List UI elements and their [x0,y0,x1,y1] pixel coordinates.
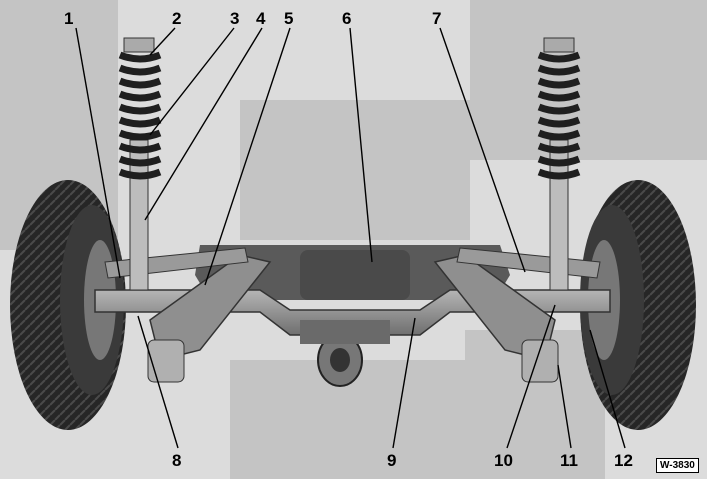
callout-5: 5 [284,9,294,28]
callout-10: 10 [494,451,513,470]
callout-2: 2 [172,9,182,28]
callout-8: 8 [172,451,182,470]
callout-11: 11 [560,451,578,470]
leader-3 [149,27,235,136]
leader-9 [392,317,416,449]
callout-12: 12 [614,451,633,470]
callout-4: 4 [256,9,266,28]
left-strut [118,37,162,291]
leader-8 [137,315,179,449]
callout-9: 9 [387,451,397,470]
callout-7: 7 [432,9,442,28]
leader-2 [149,27,176,56]
callout-3: 3 [230,9,240,28]
leader-lines [75,27,626,449]
leader-10 [506,304,556,449]
callout-1: 1 [64,9,74,28]
leader-1 [75,27,121,279]
right-wheel [580,180,696,430]
leader-7 [439,27,526,273]
subframe [94,245,611,383]
leader-6 [349,27,373,263]
differential [300,250,410,387]
leader-5 [204,27,291,286]
leader-4 [144,27,263,221]
leader-11 [557,364,572,449]
leader-12 [589,329,626,449]
callout-6: 6 [342,9,352,28]
figure-code: W-3830 [656,458,699,473]
right-strut [537,37,581,291]
